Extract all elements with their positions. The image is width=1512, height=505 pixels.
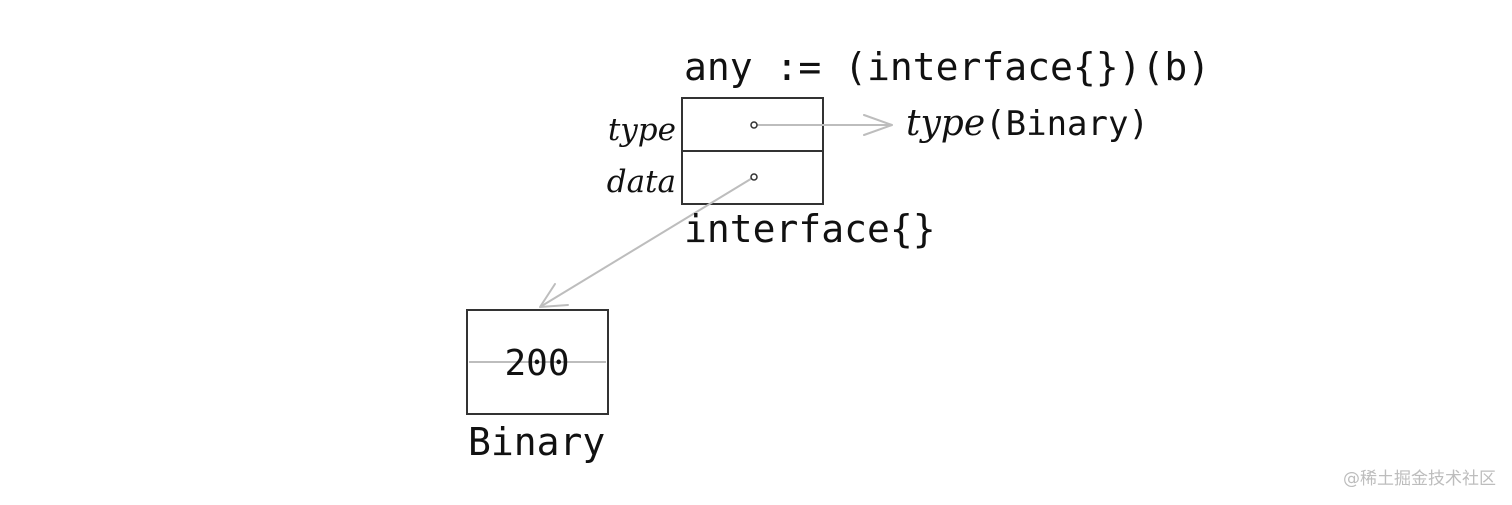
- data-pointer-arrowhead: [539, 283, 569, 308]
- type-target-label: type(Binary): [906, 103, 1149, 144]
- watermark-text: @稀土掘金技术社区: [1343, 469, 1496, 489]
- value-box: 200: [466, 309, 609, 415]
- type-target-argument: (Binary): [985, 104, 1149, 144]
- interface-box: [681, 97, 824, 205]
- interface-type-label: interface{}: [684, 207, 936, 251]
- type-target-keyword: type: [906, 103, 985, 144]
- assignment-statement: any := (interface{})(b): [684, 45, 1210, 89]
- value-box-value: 200: [504, 343, 569, 384]
- data-pointer-dot: [750, 173, 758, 181]
- type-field-label: type: [608, 112, 676, 148]
- type-pointer-arrow: [754, 114, 893, 136]
- data-pointer-line: [539, 176, 755, 308]
- data-field-label: data: [607, 164, 676, 200]
- type-pointer-dot: [750, 121, 758, 129]
- data-pointer-arrow: [539, 176, 755, 308]
- value-box-type-label: Binary: [468, 420, 605, 464]
- type-pointer-arrowhead: [863, 114, 893, 136]
